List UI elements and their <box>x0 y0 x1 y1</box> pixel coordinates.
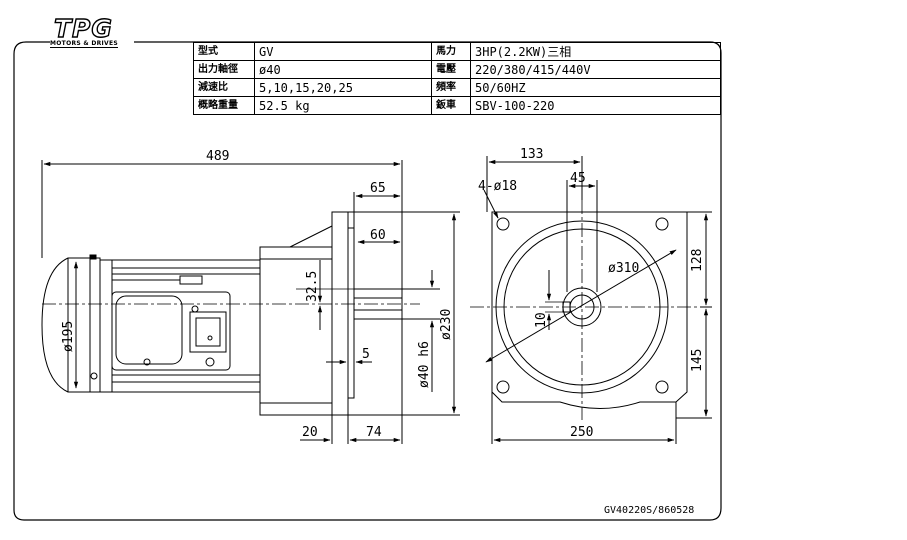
dim-5: 5 <box>362 347 370 362</box>
terminal-box <box>111 291 231 371</box>
tpg-logo: TPG MOTORS & DRIVES <box>50 14 128 50</box>
spec-label: 出力軸徑 <box>193 60 255 79</box>
dim-45: 45 <box>570 171 586 186</box>
spec-label: 電壓 <box>431 60 471 79</box>
dim-60: 60 <box>370 228 386 243</box>
dim-32-5: 32.5 <box>305 271 320 302</box>
logo-brand: TPG <box>53 14 113 43</box>
dim-20: 20 <box>302 425 318 440</box>
spec-value: 220/380/415/440V <box>470 60 721 79</box>
dim-74: 74 <box>366 425 382 440</box>
spec-table: 型式 GV 馬力 3HP(2.2KW)三相 出力軸徑 ø40 電壓 220/38… <box>193 42 721 115</box>
spec-value: 5,10,15,20,25 <box>254 78 432 97</box>
dim-230: ø230 <box>439 309 454 340</box>
side-view <box>41 160 460 444</box>
spec-label: 概略重量 <box>193 96 255 115</box>
mount-hole <box>496 380 510 394</box>
spec-row: 概略重量 52.5 kg 鈑車 SBV-100-220 <box>193 96 721 115</box>
mount-hole <box>655 380 669 394</box>
dim-489: 489 <box>206 149 229 164</box>
mount-hole <box>655 217 669 231</box>
spec-value: 52.5 kg <box>254 96 432 115</box>
output-flange <box>331 211 349 416</box>
dim-40-h6: ø40 h6 <box>417 341 432 388</box>
dim-133: 133 <box>520 147 543 162</box>
spec-value: 3HP(2.2KW)三相 <box>470 42 721 61</box>
mount-hole <box>496 217 510 231</box>
logo-subtitle: MOTORS & DRIVES <box>50 40 119 48</box>
motor-end-cap <box>41 257 101 393</box>
drawing-code: GV40220S/860528 <box>604 505 695 516</box>
spec-label: 型式 <box>193 42 255 61</box>
spec-row: 型式 GV 馬力 3HP(2.2KW)三相 <box>193 42 721 61</box>
dim-250: 250 <box>570 425 593 440</box>
front-flange-plate <box>491 211 688 409</box>
spec-value: ø40 <box>254 60 432 79</box>
spec-label: 頻率 <box>431 78 471 97</box>
spec-label: 鈑車 <box>431 96 471 115</box>
spec-row: 出力軸徑 ø40 電壓 220/380/415/440V <box>193 60 721 79</box>
spec-value: 50/60HZ <box>470 78 721 97</box>
dim-195: ø195 <box>61 321 76 352</box>
spec-label: 減速比 <box>193 78 255 97</box>
spec-value: SBV-100-220 <box>470 96 721 115</box>
front-view <box>470 156 712 444</box>
dim-4-holes: 4-ø18 <box>478 179 517 194</box>
dim-310: ø310 <box>608 261 639 276</box>
dim-65: 65 <box>370 181 386 196</box>
dim-145: 145 <box>690 349 705 372</box>
dim-10: 10 <box>534 312 549 328</box>
spec-row: 減速比 5,10,15,20,25 頻率 50/60HZ <box>193 78 721 97</box>
spec-label: 馬力 <box>431 42 471 61</box>
gearbox-body <box>259 246 333 416</box>
spec-value: GV <box>254 42 432 61</box>
dim-128: 128 <box>690 249 705 272</box>
